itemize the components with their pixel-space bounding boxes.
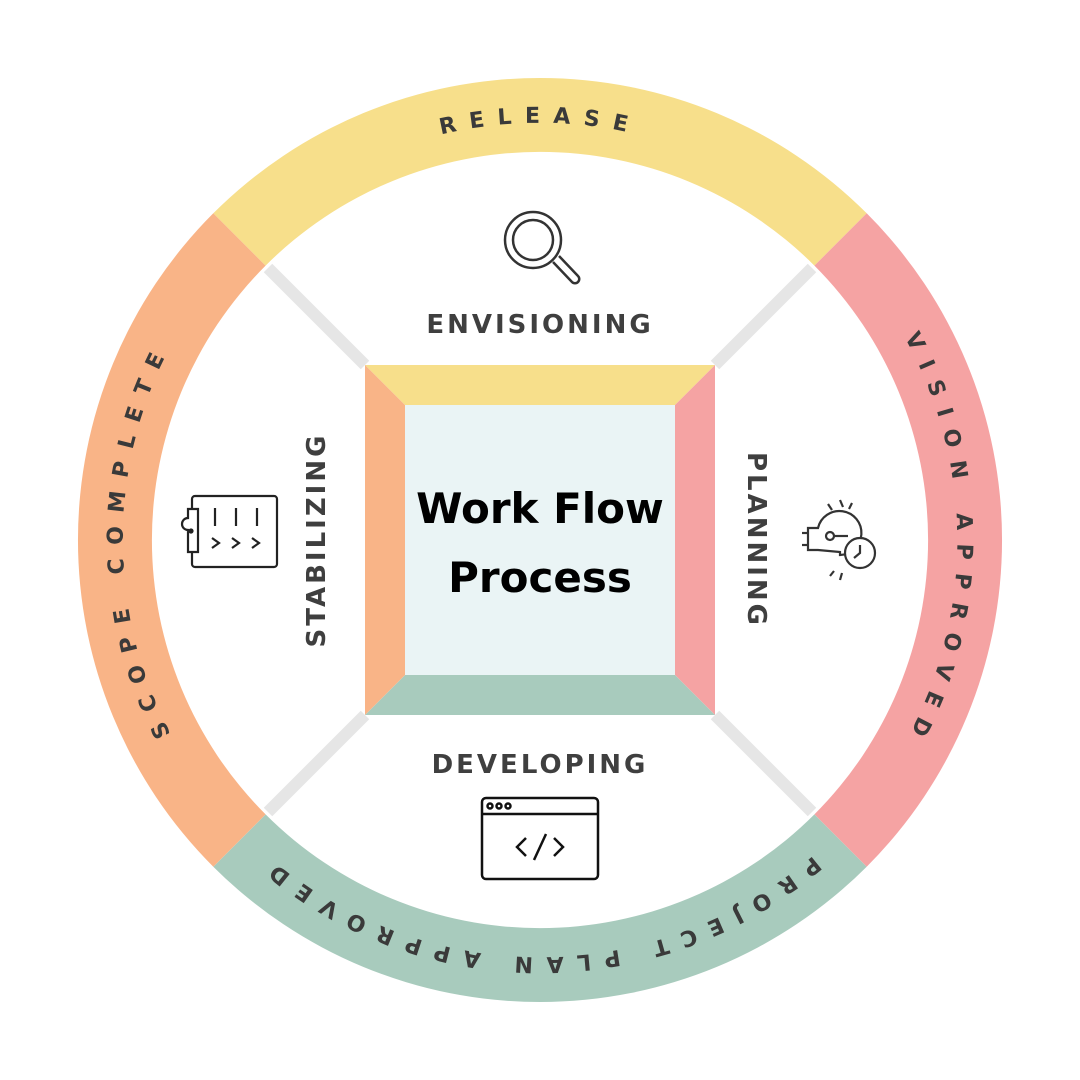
phase-stabilizing: STABILIZING bbox=[302, 433, 332, 648]
ring-segment-scope-complete bbox=[77, 213, 266, 867]
code-window-icon bbox=[480, 796, 600, 881]
phase-developing: DEVELOPING bbox=[432, 750, 649, 780]
frame-bottom bbox=[365, 675, 715, 715]
clipboard-icon bbox=[180, 494, 279, 569]
center-frame bbox=[365, 365, 715, 715]
phase-envisioning: ENVISIONING bbox=[426, 310, 653, 340]
diagonal-dividers bbox=[263, 263, 817, 817]
title-line-1: Work Flow bbox=[416, 484, 664, 533]
frame-right bbox=[675, 365, 715, 715]
center-panel bbox=[405, 405, 675, 675]
outer-ring bbox=[77, 77, 1003, 1003]
ring-segment-release bbox=[213, 77, 867, 266]
ring-segment-project-plan-approved bbox=[213, 814, 867, 1003]
frame-left bbox=[365, 365, 405, 715]
magnifier-icon bbox=[503, 210, 581, 285]
phase-planning: PLANNING bbox=[741, 452, 771, 628]
frame-top bbox=[365, 365, 715, 405]
ring-segment-vision-approved bbox=[814, 213, 1003, 867]
milestone-project-plan-approved: PROJECT PLAN APPROVED bbox=[255, 851, 825, 976]
title-line-2: Process bbox=[448, 553, 632, 602]
lightbulb-clock-icon bbox=[802, 499, 877, 581]
